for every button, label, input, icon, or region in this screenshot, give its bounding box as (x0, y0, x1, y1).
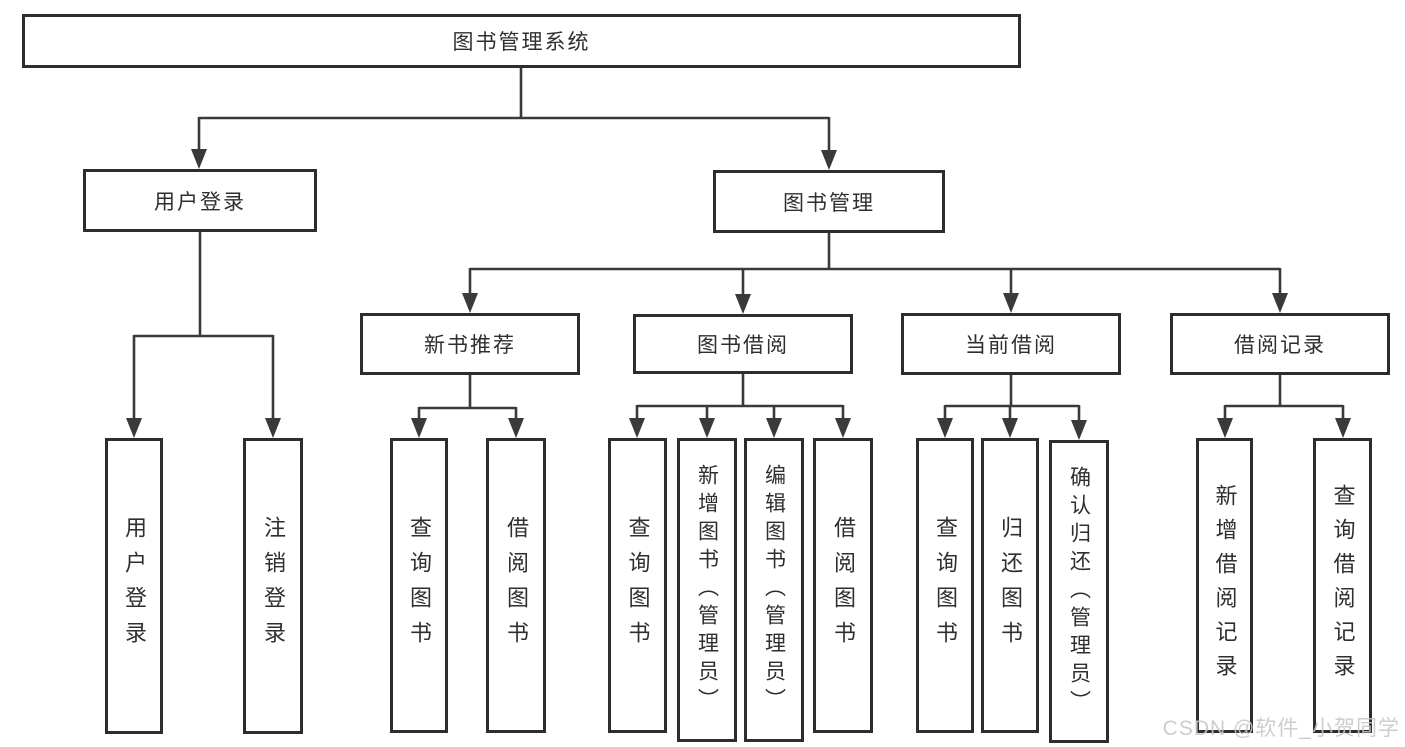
leaf-borrow-books: 借阅图书 (813, 438, 873, 733)
node-borrowing-records: 借阅记录 (1170, 313, 1390, 375)
node-book-borrowing: 图书借阅 (633, 314, 853, 374)
leaf-return-books: 归还图书 (981, 438, 1039, 733)
leaf-edit-books-admin: 编辑图书（管理员） (744, 438, 804, 742)
leaf-query-borrow-record: 查询借阅记录 (1313, 438, 1372, 733)
node-user-login: 用户登录 (83, 169, 317, 232)
leaf-logout: 注销登录 (243, 438, 303, 734)
leaf-query-books: 查询图书 (916, 438, 974, 733)
leaf-query-books: 查询图书 (390, 438, 448, 733)
node-new-book-recommend: 新书推荐 (360, 313, 580, 375)
node-root-book-management-system: 图书管理系统 (22, 14, 1021, 68)
node-book-management: 图书管理 (713, 170, 945, 233)
node-current-borrowing: 当前借阅 (901, 313, 1121, 375)
arrowheads (126, 149, 1351, 440)
leaf-add-borrow-record: 新增借阅记录 (1196, 438, 1253, 733)
csdn-watermark: CSDN @软件_小贺同学 (1162, 717, 1400, 740)
leaf-user-login: 用户登录 (105, 438, 163, 734)
leaf-confirm-return-admin: 确认归还（管理员） (1049, 440, 1109, 743)
leaf-add-books-admin: 新增图书（管理员） (677, 438, 737, 742)
leaf-borrow-books: 借阅图书 (486, 438, 546, 733)
tree-edges (132, 68, 1345, 424)
leaf-query-books: 查询图书 (608, 438, 667, 733)
